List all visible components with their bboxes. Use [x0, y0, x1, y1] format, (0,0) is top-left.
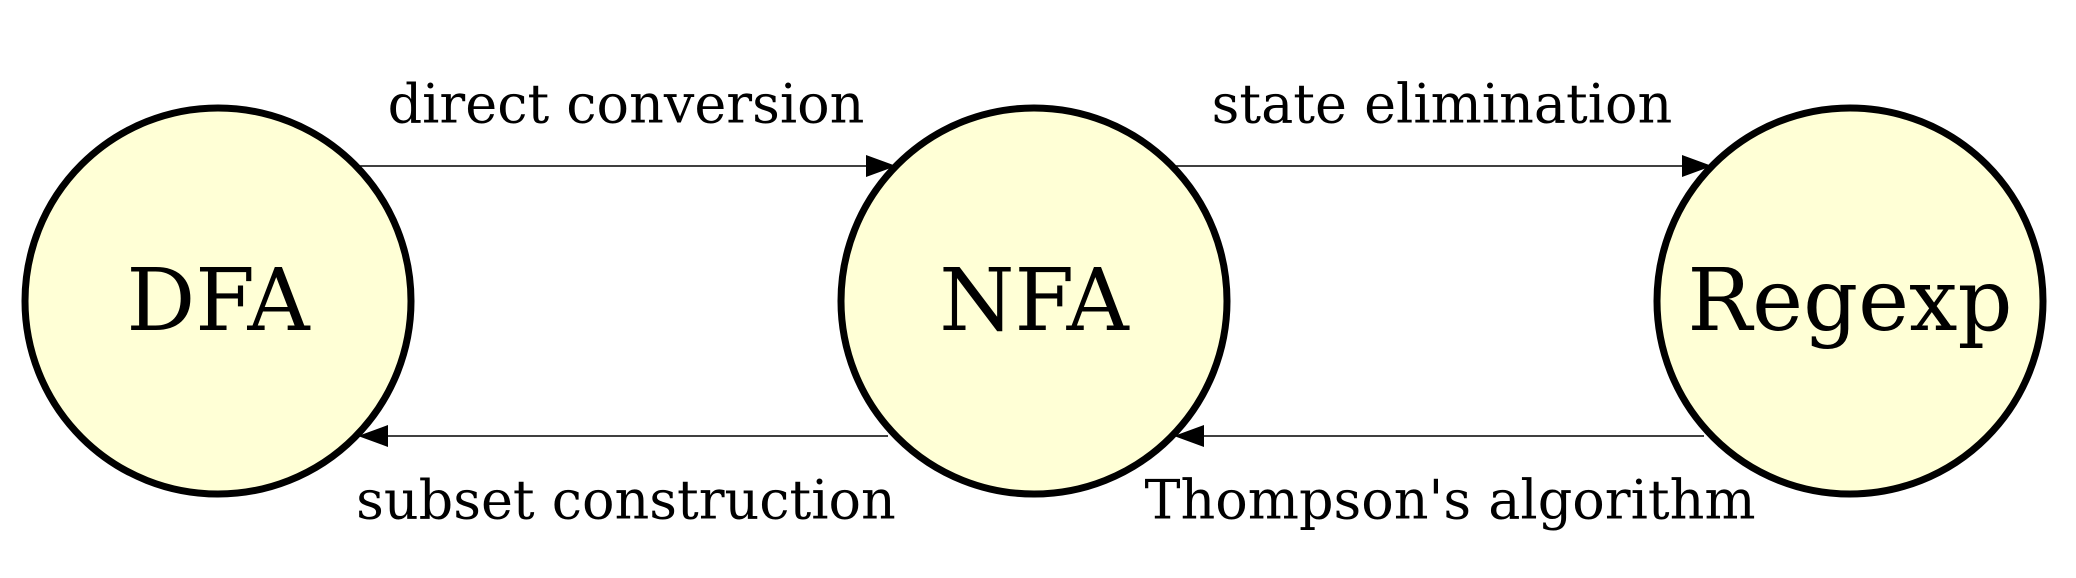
- arrow-head: [866, 155, 896, 177]
- edge-label-state-elimination: state elimination: [1212, 73, 1673, 136]
- arrow-head: [1174, 425, 1204, 447]
- regexp-label: Regexp: [1687, 251, 2012, 351]
- edge-label-subset-construction: subset construction: [356, 469, 896, 532]
- edge-label-thompsons-algorithm: Thompson's algorithm: [1144, 469, 1755, 532]
- nfa-label: NFA: [939, 251, 1129, 351]
- node-nfa: NFA: [837, 104, 1231, 498]
- regexp-circle: [1653, 104, 2047, 498]
- edge-dfa-to-nfa: direct conversion: [358, 73, 896, 177]
- arrow-head: [358, 425, 388, 447]
- node-dfa: DFA: [21, 104, 415, 498]
- dfa-circle: [21, 104, 415, 498]
- edge-nfa-to-dfa: subset construction: [356, 425, 896, 532]
- edge-regexp-to-nfa: Thompson's algorithm: [1144, 425, 1756, 532]
- arrow-head: [1682, 155, 1712, 177]
- node-regexp: Regexp: [1653, 104, 2047, 498]
- edge-nfa-to-regexp: state elimination: [1174, 73, 1712, 177]
- dfa-label: DFA: [126, 251, 310, 351]
- nfa-circle: [837, 104, 1231, 498]
- edge-label-direct-conversion: direct conversion: [388, 73, 865, 136]
